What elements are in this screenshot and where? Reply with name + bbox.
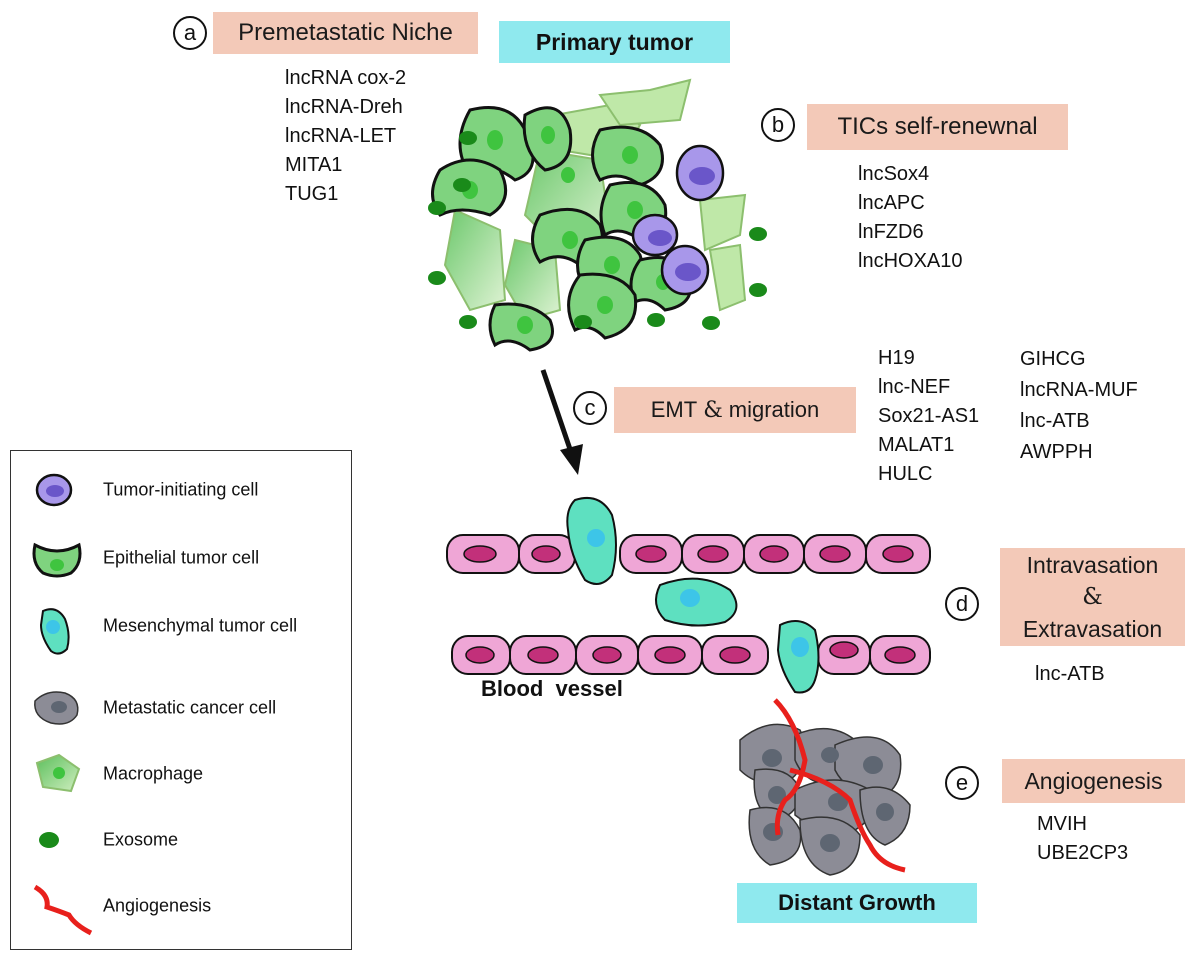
primary-tumor-label: Primary tumor	[499, 21, 730, 63]
legend-item: Tumor-initiating cell	[11, 465, 351, 515]
legend-label: Tumor-initiating cell	[103, 479, 259, 500]
gene-item: H19	[878, 347, 915, 369]
macrophage	[443, 208, 507, 312]
legend-label: Macrophage	[103, 763, 204, 784]
gene-item: lncRNA-LET	[285, 125, 397, 147]
angiogenesis-gene-list: MVIH UBE2CP3	[1037, 810, 1128, 868]
label-a-circle: a	[173, 16, 207, 50]
gene-item: lncSox4	[858, 163, 930, 185]
intravasation-label: Intravasation & Extravasation	[1000, 548, 1185, 646]
gene-item: MALAT1	[878, 434, 955, 456]
emt-gene-list-2: GIHCG lncRNA-MUF lnc-ATB AWPPH	[1020, 344, 1138, 468]
angiogenesis-vessel	[789, 767, 906, 873]
label-b-circle: b	[761, 108, 795, 142]
gene-item: lncAPC	[858, 192, 925, 214]
legend-item: Macrophage	[11, 749, 351, 799]
gene-item: MVIH	[1037, 813, 1087, 835]
legend-panel: Tumor-initiating cell Epithelial tumor c…	[10, 450, 352, 950]
premetastatic-gene-list: lncRNA cox-2 lncRNA-Dreh lncRNA-LET MITA…	[285, 64, 406, 209]
legend-item: Angiogenesis	[11, 881, 351, 936]
legend-item: Metastatic cancer cell	[11, 683, 351, 733]
angiogenesis-label: Angiogenesis	[1002, 759, 1185, 803]
gene-item: lnc-ATB	[1035, 663, 1105, 685]
metastatic-cancer-cell-icon	[34, 691, 79, 725]
legend-label: Mesenchymal tumor cell	[103, 615, 298, 636]
gene-item: lncRNA-Dreh	[285, 96, 403, 118]
premetastatic-niche-label: Premetastatic Niche	[213, 12, 478, 54]
distant-growth-label: Distant Growth	[737, 883, 977, 923]
migration-text: migration	[728, 397, 820, 422]
gene-item: lncHOXA10	[858, 250, 963, 272]
gene-item: MITA1	[285, 154, 343, 176]
macrophage-icon	[35, 753, 81, 793]
label-e-circle: e	[945, 766, 979, 800]
tumor-initiating-cell-icon	[35, 473, 73, 507]
gene-item: HULC	[878, 463, 933, 485]
legend-label: Exosome	[103, 829, 179, 850]
tics-self-renewal-label: TICs self-renewnal	[807, 104, 1068, 150]
epithelial-tumor-cell-icon	[32, 542, 82, 578]
legend-item: Mesenchymal tumor cell	[11, 601, 351, 655]
blood-vessel	[446, 496, 931, 694]
angiogenesis-vessel	[773, 698, 808, 836]
gene-item: TUG1	[285, 183, 339, 205]
gene-item: lncRNA-MUF	[1020, 379, 1138, 401]
primary-tumor-cluster	[428, 78, 767, 352]
gene-item: lnFZD6	[858, 221, 924, 243]
emt-gene-list-1: H19 lnc-NEF Sox21-AS1 MALAT1 HULC	[878, 344, 979, 489]
intravasation-gene-list: lnc-ATB	[1035, 660, 1105, 689]
angiogenesis-icon	[33, 884, 93, 936]
intravasation-amp: &	[1082, 584, 1103, 610]
legend-item: Exosome	[11, 815, 351, 865]
mesenchymal-tumor-cell-icon	[39, 608, 70, 655]
emt-text: EMT	[650, 397, 698, 422]
emt-amp: &	[703, 397, 723, 423]
intravasation-text: Intravasation	[1026, 552, 1159, 578]
legend-item: Epithelial tumor cell	[11, 533, 351, 583]
legend-label: Metastatic cancer cell	[103, 697, 277, 718]
gene-item: lnc-NEF	[878, 376, 951, 398]
emt-migration-label: EMT & migration	[614, 387, 856, 433]
gene-item: Sox21-AS1	[878, 405, 980, 427]
gene-item: GIHCG	[1020, 348, 1086, 370]
distant-growth-cluster	[739, 698, 911, 876]
gene-item: lnc-ATB	[1020, 410, 1090, 432]
exosome-icon	[39, 832, 59, 848]
extravasation-text: Extravasation	[1022, 616, 1163, 642]
macrophage	[598, 78, 692, 127]
tics-gene-list: lncSox4 lncAPC lnFZD6 lncHOXA10	[858, 160, 963, 276]
legend-label: Angiogenesis	[103, 895, 212, 916]
blood-vessel-label: Blood vessel	[481, 676, 623, 701]
label-c-circle: c	[573, 391, 607, 425]
migration-arrow	[540, 369, 583, 475]
gene-item: lncRNA cox-2	[285, 67, 407, 89]
macrophage	[698, 193, 747, 252]
macrophage	[708, 243, 747, 312]
gene-item: AWPPH	[1020, 441, 1093, 463]
legend-label: Epithelial tumor cell	[103, 547, 260, 568]
gene-item: UBE2CP3	[1037, 842, 1129, 864]
label-d-circle: d	[945, 587, 979, 621]
